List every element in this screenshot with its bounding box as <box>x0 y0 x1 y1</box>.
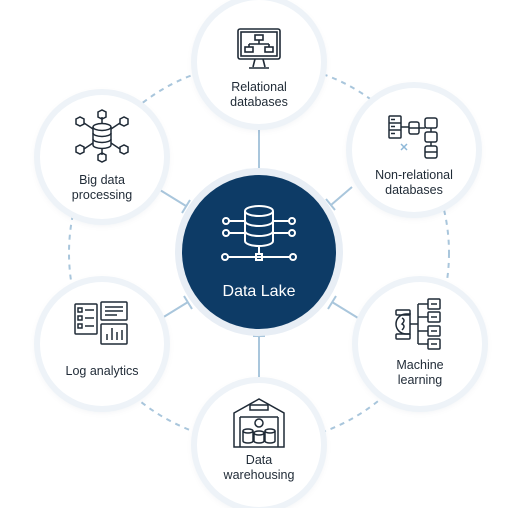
data-warehouse-icon <box>233 398 285 448</box>
node-label: Machine learning <box>396 358 444 387</box>
log-analytics-icon <box>74 301 128 345</box>
database-network-icon <box>221 205 297 261</box>
node-nonrelational-databases: Non-relational databases <box>352 88 476 212</box>
node-label: Data warehousing <box>223 453 295 482</box>
node-log-analytics: Log analytics <box>40 282 164 406</box>
node-label: Relational databases <box>230 80 288 109</box>
node-label: Log analytics <box>65 364 139 378</box>
node-label: Non-relational databases <box>375 168 453 197</box>
node-label: Big data processing <box>71 173 133 202</box>
big-data-cubes-icon <box>75 109 129 163</box>
node-big-data-processing: Big data processing <box>40 95 164 219</box>
center-label: Data Lake <box>222 283 296 300</box>
connector-bigdata <box>159 189 187 207</box>
relational-db-monitor-icon <box>237 28 281 69</box>
data-lake-node: Data Lake <box>182 175 336 329</box>
nonrelational-db-icon <box>388 115 438 159</box>
connector-log <box>161 301 189 319</box>
node-machine-learning: Machine learning <box>358 282 482 406</box>
node-data-warehousing: Data warehousing <box>197 383 321 507</box>
connector-ml <box>331 301 359 319</box>
node-relational-databases: Relational databases <box>197 0 321 124</box>
connector-nonrelational <box>330 186 353 206</box>
machine-learning-icon <box>395 298 441 350</box>
